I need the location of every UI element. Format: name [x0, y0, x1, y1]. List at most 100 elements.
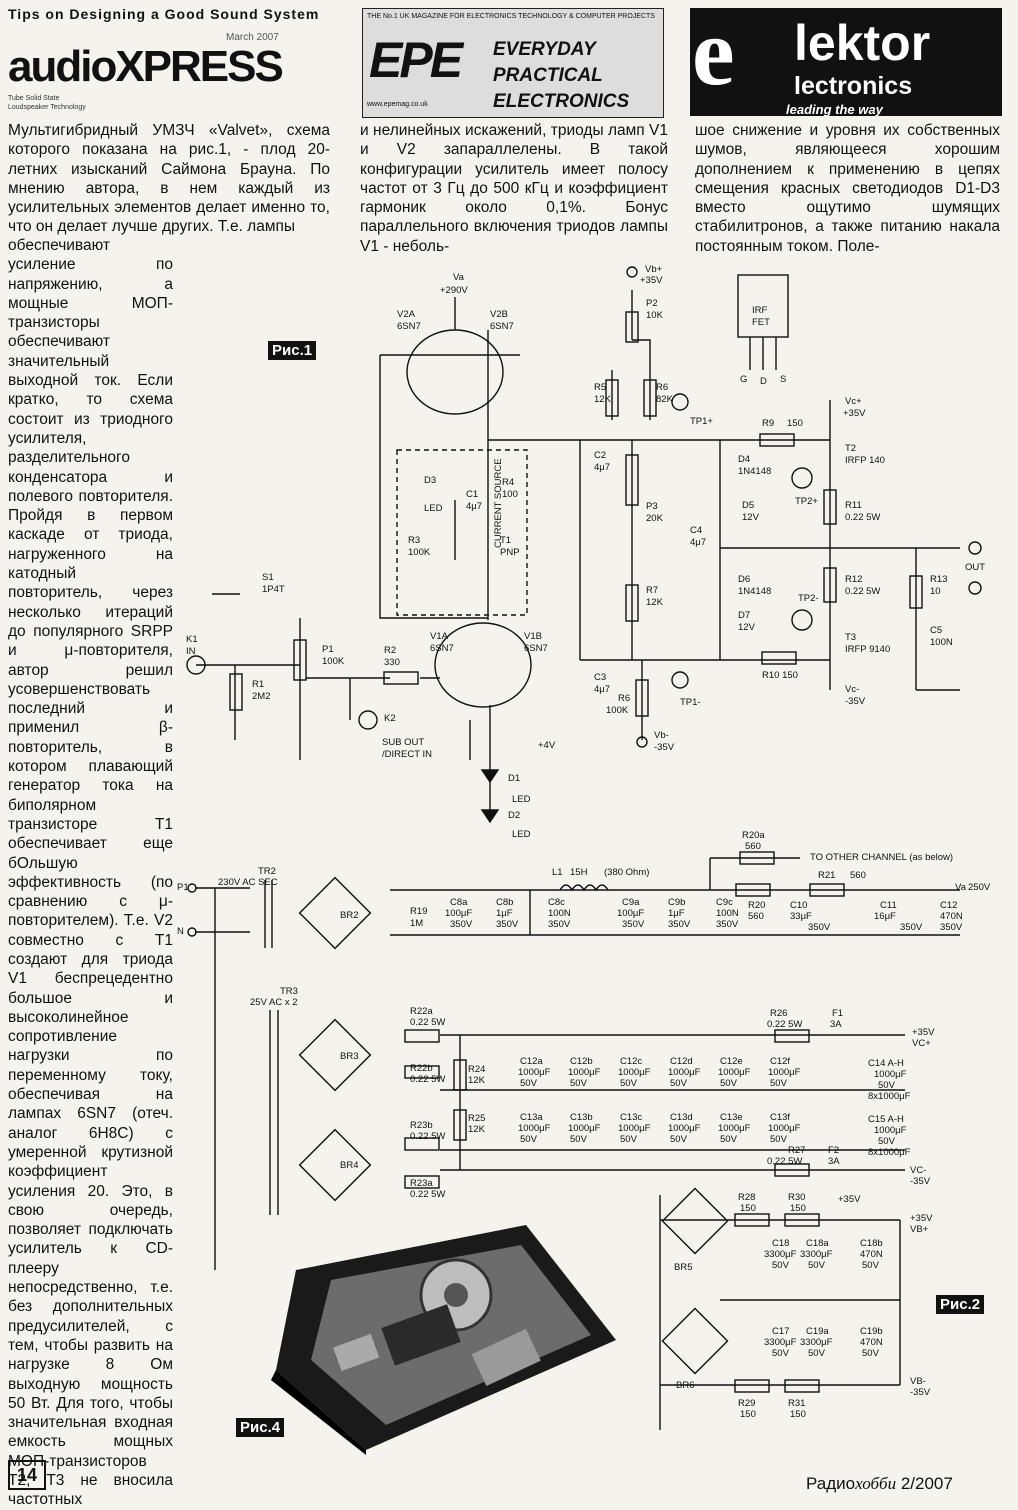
fig1-d6-label: D6 [738, 574, 751, 585]
fig1-schematic [186, 266, 982, 824]
fig2-r22a-label: R22a [410, 1006, 433, 1017]
fig2-r22b-v-label: 0.22 5W [410, 1074, 446, 1085]
audioxpress-tagline-2: Loudspeaker Technology [8, 104, 86, 111]
fig1-c4-label: C4 [690, 525, 703, 536]
fig1-vcp-label: Vc+ [845, 396, 862, 407]
fig1-v1b-t-label: 6SN7 [524, 643, 548, 654]
elektor-lectronics: lectronics [794, 72, 913, 100]
fig1-plus4v-label: +4V [538, 740, 556, 751]
fig2-r25-v-label: 12K [468, 1124, 485, 1135]
magazine-issue-number: 2/2007 [900, 1474, 953, 1493]
out-terminal [968, 541, 982, 555]
heatsink [381, 1304, 461, 1366]
fig1-r3-label: R3 [408, 535, 421, 546]
fig2-c10-u-label: 350V [808, 922, 831, 933]
fig1-d5-v-label: 12V [742, 512, 759, 523]
fig1-r9-v-label: 150 [787, 418, 803, 429]
elektor-lektor: lektor [794, 15, 931, 71]
fig2-c18b-label: C18b [860, 1238, 883, 1249]
r9-resistor [759, 433, 795, 447]
fig2-plus35-label: +35V [912, 1027, 935, 1038]
fig1-k2-label: K2 [384, 713, 396, 724]
r11-resistor [823, 489, 837, 525]
fig2-r31-label: R31 [788, 1398, 806, 1409]
fig2-c14-v-label: 1000μF [874, 1069, 907, 1080]
fig2-c8c-u-label: 350V [548, 919, 571, 930]
fig2-r31-v-label: 150 [790, 1409, 806, 1420]
fig2-r20-v-label: 560 [748, 911, 764, 922]
tr2-core [264, 880, 273, 948]
r5-resistor [605, 379, 619, 417]
fig2-label: Рис.2 [936, 1295, 985, 1314]
fig1-vbp-label: Vb+ [645, 264, 663, 275]
current-source-box [396, 449, 528, 616]
fig2-l1-label: L1 [552, 867, 563, 878]
fig2-c14-label: C14 A-H [868, 1058, 904, 1069]
fig2-vcp-label: VC+ [912, 1038, 931, 1049]
fig2-br2-label: BR2 [340, 910, 359, 921]
elektor-e: e [692, 0, 735, 105]
fig1-r6-label: R6 [656, 382, 669, 393]
fig1-va-label: Va [453, 272, 464, 283]
tp2m-point [791, 609, 813, 631]
article-paragraph: обеспечивают усиление по напряжению, а м… [8, 237, 173, 1509]
fig1-d6-t-label: 1N4148 [738, 586, 772, 597]
fig1-c5-v-label: 100N [930, 637, 953, 648]
p3-resistor [625, 454, 639, 506]
fig1-tp2p-label: TP2+ [795, 496, 818, 507]
amplifier-photo [236, 1220, 621, 1455]
fig1-r1-label: R1 [252, 679, 265, 690]
fig1-r7-v-label: 12K [646, 597, 663, 608]
fig1-d5-label: D5 [742, 500, 755, 511]
epe-url: www.epemag.co.uk [367, 101, 428, 108]
epe-logo: THE No.1 UK MAGAZINE FOR ELECTRONICS TEC… [362, 8, 664, 118]
magazine-name-b: хобби [855, 1474, 897, 1493]
fig2-c13d-label: C13d [670, 1112, 693, 1123]
fig2-r26-label: R26 [770, 1008, 788, 1019]
fig1-va-v-label: +290V [440, 285, 468, 296]
fig1-r13-label: R13 [930, 574, 948, 585]
fig1-led3-label: LED [424, 503, 443, 514]
fig2-c8a-v-label: 100μF [445, 908, 473, 919]
fig1-led2-label: LED [512, 829, 531, 840]
fig2-r19-label: R19 [410, 906, 428, 917]
article-col2-top: и нелинейных искажений, триоды ламп V1 и… [360, 121, 668, 256]
r2-resistor [383, 671, 419, 685]
fig2-c12-cap-v: 1000μF [618, 1067, 651, 1078]
fig2-c9b-label: C9b [668, 897, 686, 908]
p1-resistor [293, 639, 307, 681]
fig1-c4-v-label: 4μ7 [690, 537, 707, 548]
fig2-c18b-u-label: 50V [862, 1260, 879, 1271]
fig2-br6-label: BR6 [676, 1380, 695, 1391]
fig1-v2b-t-label: 6SN7 [490, 321, 514, 332]
article-col3-top: шое снижение и уровня их собственных шум… [695, 121, 1000, 256]
k2-jack [358, 710, 378, 730]
tp1m-point [671, 671, 689, 689]
fig2-r27-label: R27 [788, 1145, 806, 1156]
fig2-r30-label: R30 [788, 1192, 806, 1203]
epe-name-1: EVERYDAY PRACTICAL [493, 39, 603, 86]
fig1-v1a-label: V1A [430, 631, 448, 642]
r1-resistor [229, 673, 243, 711]
k1-jack [186, 655, 206, 675]
br2-bridge [298, 876, 372, 950]
fig1-r3-v-label: 100K [408, 547, 431, 558]
fig2-r20a-label: R20a [742, 830, 765, 841]
epe-mark: EPE [369, 32, 463, 88]
fig1-r1-v-label: 2M2 [252, 691, 271, 702]
fig1-r5-v-label: 12K [594, 394, 611, 405]
fig2-c13-cap-u: 50V [770, 1134, 787, 1145]
fig2-c10-label: C10 [790, 900, 808, 911]
fig1-d2-label: D2 [508, 810, 521, 821]
fig2-c9c-u-label: 350V [716, 919, 739, 930]
fig1-r2-label: R2 [384, 645, 397, 656]
r12-resistor [823, 567, 837, 603]
fig2-l1-v-label: 15H [570, 867, 588, 878]
fig1-tp1m-label: TP1- [680, 697, 701, 708]
fig1-in-label: IN [186, 646, 196, 657]
fig1-v1b-label: V1B [524, 631, 542, 642]
fig1-s1-t-label: 1P4T [262, 584, 285, 595]
fig2-to-other-label: TO OTHER CHANNEL (as below) [810, 852, 954, 863]
fig1-p1-v-label: 100K [322, 656, 345, 667]
fig2-c9b-u-label: 350V [668, 919, 691, 930]
